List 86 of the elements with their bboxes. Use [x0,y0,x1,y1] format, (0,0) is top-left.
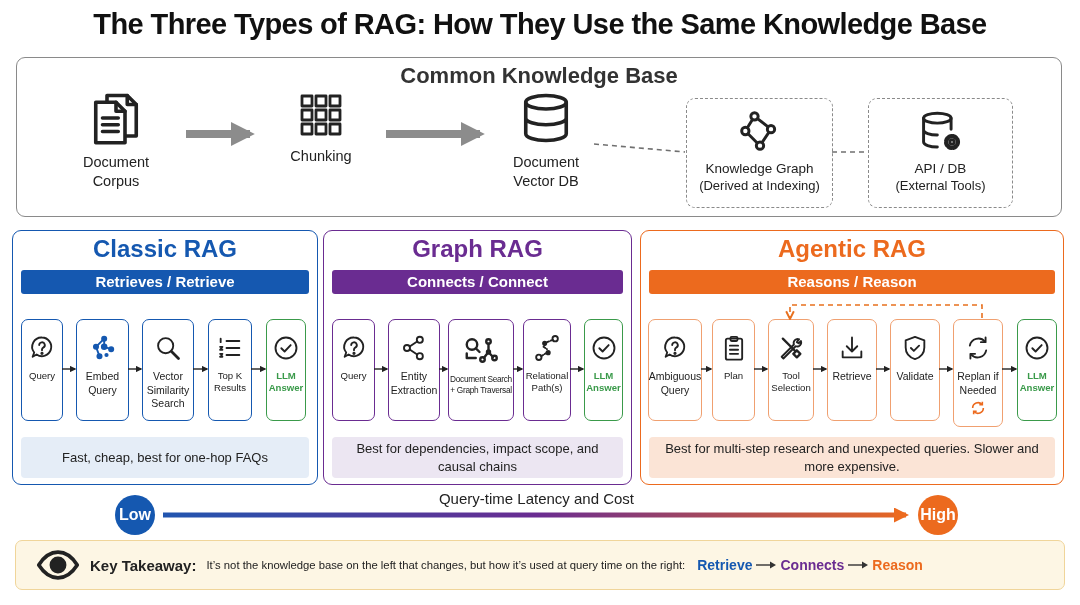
arrow [61,365,77,373]
note-band: Fast, cheap, best for one-hop FAQs [21,437,309,478]
arrow [127,365,143,373]
step-box [584,319,623,421]
node-sublabel: (External Tools) [895,177,986,195]
panel [12,230,318,485]
level-badge [115,495,155,535]
step-box [1017,319,1057,421]
step-label: Plan [723,370,744,383]
step-box [266,319,306,421]
level-label: High [920,506,956,524]
panel-title: Graph RAG [411,235,544,263]
node-label: Document Vector DB [511,153,581,191]
step-label: Tool Selection [770,370,812,395]
step-box [768,319,814,421]
note-band: Best for dependencies, impact scope, and causal chains [332,437,623,478]
dashed-box [868,98,1013,208]
banner: Retrieves / Retrieve [21,270,309,294]
panel [640,230,1064,485]
keyword: Retrieve [697,557,753,573]
arrow [938,365,954,373]
dashed-box [686,98,833,208]
takeaway-text: It’s not the knowledge base on the left that changes, but how it’s used at query time on the right: [206,559,686,571]
step-label: LLM Answer [585,370,622,395]
step-label: Top K Results [213,370,247,395]
arrow [192,365,209,373]
step-label: Vector Similarity Search [145,370,191,411]
arrow [700,365,713,373]
node-sublabel: (Derived at Indexing) [699,177,820,195]
step-label: Entity Extraction [389,370,439,398]
node-label: Chunking [289,147,353,166]
step-box [953,319,1003,427]
step-label: Relational Path(s) [524,370,570,395]
step-label: Validate [896,370,934,384]
panel-heading: Common Knowledge Base [399,63,679,89]
arrow [512,365,524,373]
arrow [785,304,983,320]
step-box [712,319,755,421]
step-label: Replan if Needed [956,370,1000,398]
node-label: Document Corpus [81,153,151,191]
connector-line [593,143,686,153]
step-box [332,319,375,421]
step-label: Query [340,370,367,383]
step-box [388,319,440,421]
step-box [76,319,129,421]
arrow [569,365,585,373]
arrow [163,507,909,523]
node-label: Knowledge Graph [705,161,814,178]
takeaway-band [15,540,1065,590]
step-label: Retrieve [832,370,872,384]
step-label: Ambiguous Query [648,370,702,398]
step-label: LLM Answer [1018,370,1056,395]
arrow [812,365,828,373]
panel [16,57,1062,217]
step-box [827,319,877,421]
step-box [142,319,194,421]
step-box [648,319,702,421]
takeaway-heading: Key Takeaway: [90,556,197,574]
panel-title: Classic RAG [91,235,239,263]
level-label: Low [119,506,151,524]
step-label: Embed Query [84,370,121,398]
node-label: API / DB [914,161,967,178]
note-band: Best for multi-step research and unexpected queries. Slower and more expensive. [649,437,1055,478]
keyword: Connects [780,557,845,573]
arrow [1001,365,1018,373]
panel [323,230,632,485]
keyword: Reason [872,557,923,573]
step-box [21,319,63,421]
step-label: Document Search + Graph Traversal [449,374,513,396]
step-label: LLM Answer [267,370,305,395]
arrow [753,365,769,373]
step-box [890,319,940,421]
arrow [373,365,389,373]
level-badge [918,495,958,535]
banner: Reasons / Reason [649,270,1055,294]
arrow [875,365,891,373]
panel-title: Agentic RAG [777,235,927,263]
edge-label: Query-time Latency and Cost [155,490,918,507]
step-box [523,319,571,421]
banner: Connects / Connect [332,270,623,294]
title: The Three Types of RAG: How They Use the Same Knowledge Base [92,8,988,41]
arrow [250,365,267,373]
arrow [438,365,449,373]
step-box [208,319,252,421]
step-box [448,319,514,421]
step-label: Query [28,370,56,383]
